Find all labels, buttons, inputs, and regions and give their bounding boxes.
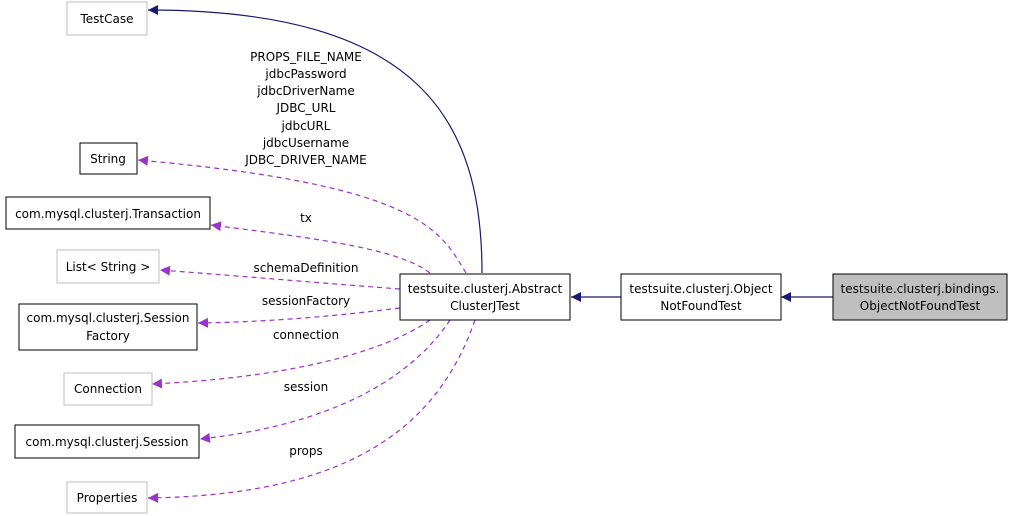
node-connection[interactable]: Connection [63,372,153,406]
edge-abstract-to-list [159,265,401,290]
edge-label-tx: tx [300,211,312,225]
edge-label-jdbc-driver-name-const: JDBC_DRIVER_NAME [244,153,367,167]
node-object-not-found-test[interactable]: testsuite.clusterj.Object NotFoundTest [620,273,782,321]
node-testcase-label: TestCase [80,12,134,26]
edge-label-connection: connection [273,328,339,342]
node-bindings-label-line2: ObjectNotFoundTest [860,299,981,313]
node-session-label: com.mysql.clusterj.Session [26,435,189,449]
node-session-factory-label-line2: Factory [86,329,130,343]
node-abstract-label-line1: testsuite.clusterj.Abstract [408,282,563,296]
node-connection-label: Connection [74,382,142,396]
edge-label-props-file-name: PROPS_FILE_NAME [250,50,362,64]
edge-abstract-to-string [137,155,467,274]
edge-label-session: session [284,380,328,394]
node-abstract-clusterj-test[interactable]: testsuite.clusterj.Abstract ClusterJTest [399,273,571,321]
node-string-label: String [90,152,126,166]
edge-abstract-to-session [199,319,451,443]
node-list-string[interactable]: List< String > [56,249,160,284]
edge-label-session-factory: sessionFactory [262,294,350,308]
edge-label-jdbc-password: jdbcPassword [264,67,346,81]
node-abstract-label-line2: ClusterJTest [450,299,520,313]
node-objectnotfound-label-line2: NotFoundTest [660,299,742,313]
edge-label-props: props [289,444,323,458]
node-objectnotfound-label-line1: testsuite.clusterj.Object [629,282,772,296]
node-properties[interactable]: Properties [66,481,148,514]
edge-label-jdbc-username: jdbcUsername [262,136,349,150]
node-transaction[interactable]: com.mysql.clusterj.Transaction [5,196,211,230]
node-bindings-label-line1: testsuite.clusterj.bindings. [841,282,1000,296]
node-list-string-label: List< String > [66,260,151,274]
edge-abstract-to-sessionfactory [197,307,401,328]
node-session[interactable]: com.mysql.clusterj.Session [14,424,200,459]
node-session-factory[interactable]: com.mysql.clusterj.Session Factory [18,303,198,351]
edge-label-jdbc-url: jdbcURL [281,119,331,133]
edge-abstract-to-transaction [210,221,431,274]
node-bindings-object-not-found-test[interactable]: testsuite.clusterj.bindings. ObjectNotFo… [832,273,1008,321]
node-testcase[interactable]: TestCase [66,1,148,36]
node-properties-label: Properties [77,491,138,505]
edge-abstract-to-connection [151,319,431,389]
node-transaction-label: com.mysql.clusterj.Transaction [15,207,201,221]
edge-abstract-to-testcase [147,5,483,274]
edge-label-jdbc-url-const: JDBC_URL [276,101,336,115]
edge-label-jdbc-driver-name: jdbcDriverName [256,84,355,98]
node-string[interactable]: String [79,142,138,175]
edge-labels-string-fields: PROPS_FILE_NAME jdbcPassword jdbcDriverN… [244,50,367,167]
edge-label-schema-definition: schemaDefinition [254,261,359,275]
node-session-factory-label-line1: com.mysql.clusterj.Session [27,311,190,325]
